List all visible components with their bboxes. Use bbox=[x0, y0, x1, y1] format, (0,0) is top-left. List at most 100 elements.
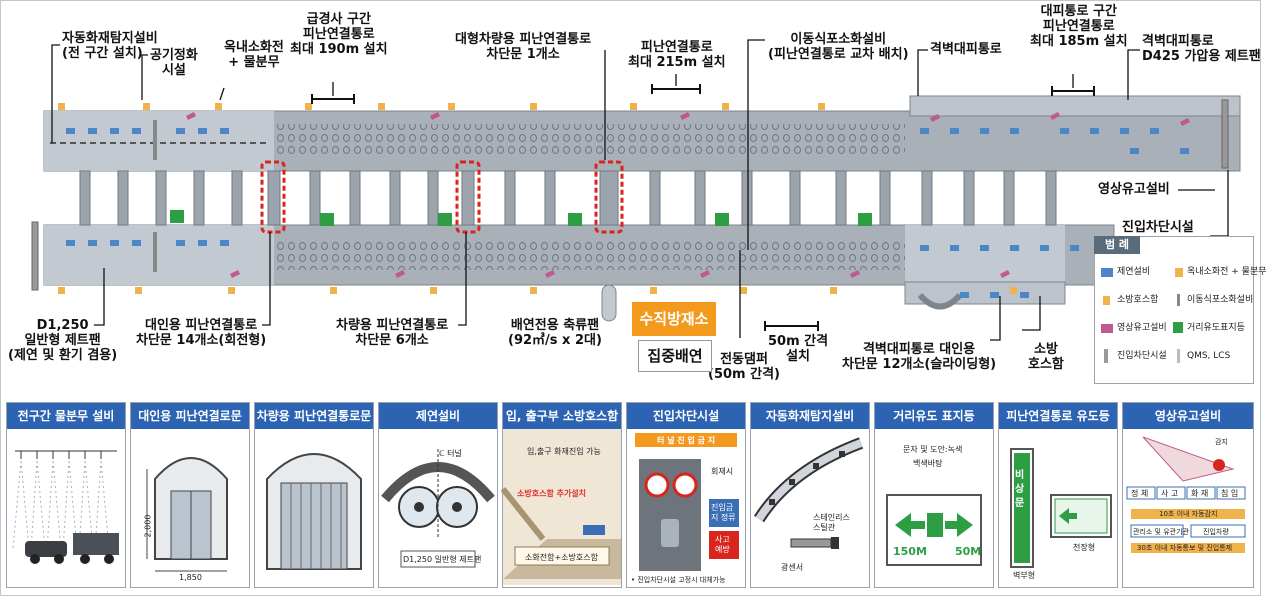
legend-item: 진입차단시설 bbox=[1117, 351, 1167, 361]
central-exhaust-badge: 집중배연 bbox=[638, 340, 712, 372]
smoke-units bbox=[66, 128, 1189, 298]
cctv-accident: 사 고 bbox=[1161, 489, 1179, 498]
panel-distance-sign: 거리유도 표지등 문자 및 도안:녹색 백색바탕 150M 50M bbox=[874, 402, 994, 588]
panel-illustration bbox=[635, 433, 739, 571]
hydrant-boxes bbox=[58, 103, 1017, 294]
legend-item: 영상유고설비 bbox=[1117, 323, 1167, 333]
legend-item: 이동식포소화설비 bbox=[1187, 295, 1254, 305]
panel-title: 영상유고설비 bbox=[1123, 403, 1253, 429]
panel-illustration bbox=[1010, 448, 1112, 568]
panel-illustration bbox=[381, 449, 495, 568]
callout-smoke-fan: 배연전용 축류팬(92㎥/s x 2대) bbox=[508, 318, 602, 348]
legend-item: 거리유도표지등 bbox=[1187, 323, 1245, 333]
upper-tube bbox=[43, 95, 1241, 172]
legend-item: 제연설비 bbox=[1117, 267, 1151, 277]
guide-wall: 벽부형 bbox=[1013, 571, 1036, 580]
callout-bulkhead: 격벽대피통로 bbox=[930, 42, 1002, 57]
legend-title: 범 례 bbox=[1094, 236, 1140, 254]
panel-guide-light: 피난연결통로 유도등 비 상 문 벽부형 천장형 bbox=[998, 402, 1118, 588]
callout-mobile-extinguisher: 이동식포소화설비(피난연결통로 교차 배치) bbox=[768, 32, 909, 62]
legend-swatch-foam bbox=[1177, 294, 1180, 306]
panel-title: 대인용 피난연결로문 bbox=[131, 403, 249, 429]
panel-title: 제연설비 bbox=[379, 403, 497, 429]
callout-entry-block: 진입차단시설 bbox=[1122, 220, 1194, 235]
legend-swatch-cctv bbox=[1101, 324, 1113, 333]
legend-swatch-hydrant bbox=[1175, 268, 1183, 277]
cctv-vehicle: 진입차량 bbox=[1203, 528, 1229, 536]
air-purifier-bar bbox=[153, 232, 157, 272]
legend-item: 소방호스함 bbox=[1117, 295, 1159, 305]
entry-note: • 진입차단시설 고정시 대체가능 bbox=[631, 576, 726, 584]
panel-entry-block: 진입차단시설 터 널 진 입 금 지 회재시 진입금지 정류 사고 예방 • 진… bbox=[626, 402, 746, 588]
panel-vehicle-door: 차량용 피난연결통로문 bbox=[254, 402, 374, 588]
entry-stop: 진입금지 정류 bbox=[711, 503, 736, 522]
entry-prevent: 사고 예방 bbox=[715, 535, 730, 554]
legend-item: 옥내소화전 + 물분무 bbox=[1187, 267, 1267, 277]
sign-text-2: 백색바탕 bbox=[913, 459, 943, 468]
panel-person-door: 대인용 피난연결로문 2,000 1,850 bbox=[130, 402, 250, 588]
entry-block-left bbox=[31, 221, 39, 291]
legend: 범 례 제연설비 옥내소화전 + 물분무 소방호스함 이동식포소화설비 영상유고… bbox=[1094, 236, 1267, 384]
cctv-10s: 10초 이내 자동감지 bbox=[1159, 510, 1218, 518]
panel-illustration bbox=[266, 453, 362, 570]
distance-markers bbox=[170, 210, 872, 226]
air-purifier-bar bbox=[153, 120, 157, 160]
hose-text-2: 소방호스함 추가설치 bbox=[517, 489, 587, 498]
panel-illustration bbox=[146, 457, 228, 572]
callout-damper: 전동댐퍼(50m 간격) bbox=[708, 352, 780, 382]
panel-illustration bbox=[753, 437, 864, 549]
sign-150: 150M bbox=[893, 545, 927, 558]
cctv-intrude: 침 입 bbox=[1221, 489, 1239, 498]
door-width: 1,850 bbox=[179, 573, 202, 582]
fd-text-2: 스틸관 bbox=[813, 523, 836, 532]
panel-illustration bbox=[886, 494, 982, 566]
legend-swatch-entry bbox=[1104, 349, 1108, 363]
tunnel-center-label: ℂ 터널 bbox=[439, 449, 462, 458]
panel-title: 입, 출구부 소방호스함 bbox=[503, 403, 621, 429]
entry-fire: 회재시 bbox=[711, 467, 734, 476]
panel-cctv: 영상유고설비 감지 정 체 사 고 화 재 침 입 10초 이내 자동감지 관리… bbox=[1122, 402, 1254, 588]
entry-block-right bbox=[1221, 99, 1229, 169]
panel-smoke-control: 제연설비 ℂ 터널 D1,250 일반형 제트팬 bbox=[378, 402, 498, 588]
vehicle-doors bbox=[260, 160, 624, 234]
tunnel-diagram bbox=[31, 39, 1241, 341]
cctv-marks bbox=[186, 112, 1190, 278]
panel-title: 차량용 피난연결통로문 bbox=[255, 403, 373, 429]
callout-hydrant: 옥내소화전+ 물분무 bbox=[224, 40, 284, 70]
panel-illustration bbox=[1126, 436, 1246, 553]
hose-text-3: 소화전함+소방호스함 bbox=[525, 553, 598, 562]
sign-text-1: 문자 및 도안:녹색 bbox=[903, 445, 963, 454]
legend-swatch-smoke bbox=[1101, 268, 1113, 277]
cross-passages bbox=[79, 170, 1057, 226]
legend-swatch-distance bbox=[1173, 322, 1183, 333]
vertical-disaster-badge: 수직방재소 bbox=[632, 302, 716, 336]
guide-text-1: 비 상 문 bbox=[1015, 470, 1025, 509]
cctv-fire: 화 재 bbox=[1191, 489, 1209, 498]
panel-illustration bbox=[500, 429, 621, 585]
callout-fire-detection: 자동화재탐지설비(전 구간 설치) bbox=[62, 31, 158, 61]
panel-title: 진입차단시설 bbox=[627, 403, 745, 429]
sign-50: 50M bbox=[955, 545, 982, 558]
cctv-agency: 관리소 및 유관기관 bbox=[1133, 528, 1189, 536]
panel-title: 피난연결통로 유도등 bbox=[999, 403, 1117, 429]
fd-text-3: 광센서 bbox=[781, 563, 804, 572]
cctv-detect: 감지 bbox=[1215, 438, 1228, 446]
panel-water-spray: 전구간 물분무 설비 bbox=[6, 402, 126, 588]
panel-title: 거리유도 표지등 bbox=[875, 403, 993, 429]
cctv-jam: 정 체 bbox=[1131, 489, 1149, 498]
hose-text-1: 입,출구 화재진입 가능 bbox=[527, 447, 601, 456]
legend-item: QMS, LCS bbox=[1187, 351, 1231, 361]
jetfan-label: D1,250 일반형 제트팬 bbox=[403, 555, 482, 564]
